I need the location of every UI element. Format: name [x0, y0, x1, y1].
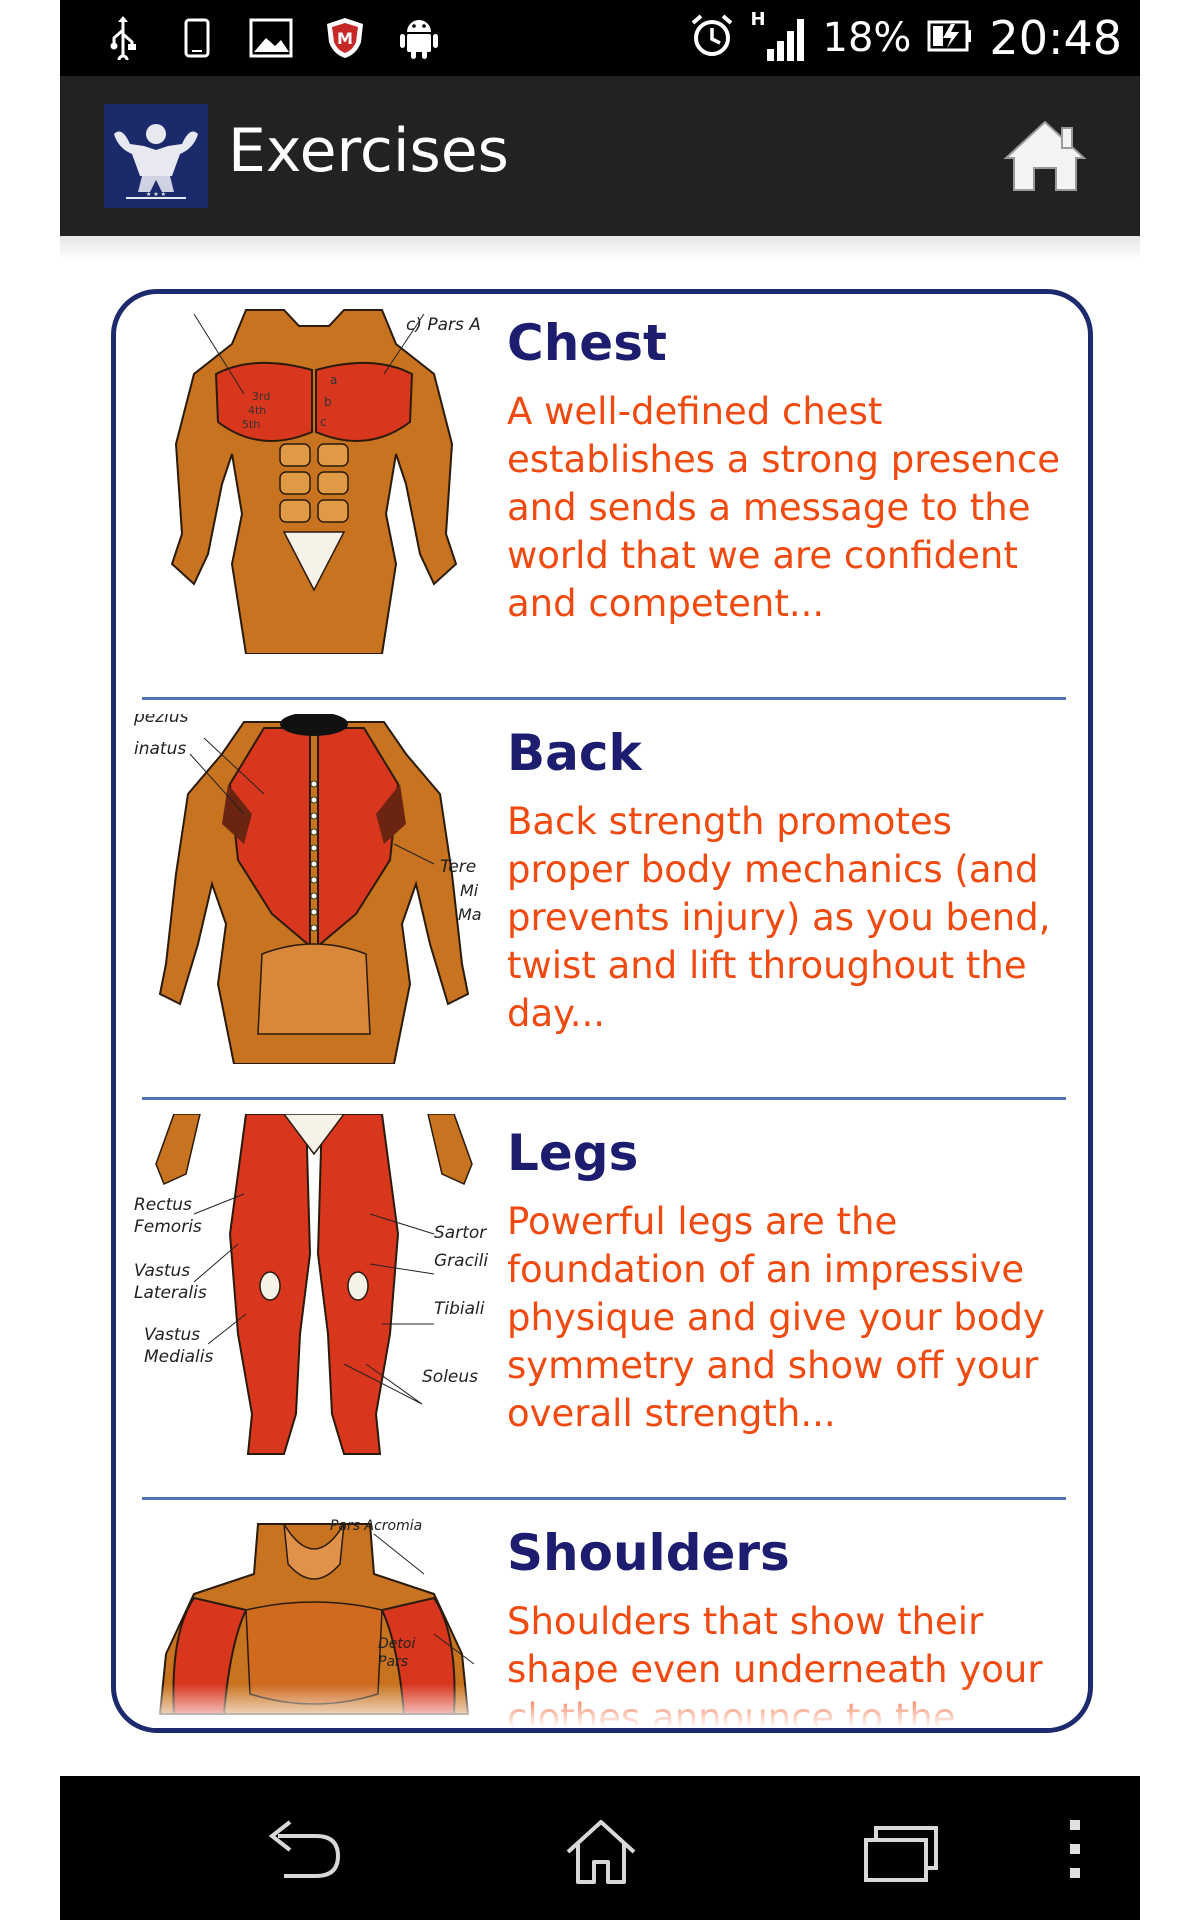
chest-muscle-illustration: c) Pars A 3rd 4th 5th a b c: [170, 309, 481, 654]
battery-icon: [927, 18, 973, 58]
chest-label-4th: 4th: [248, 404, 266, 417]
system-status: H 18% 20:48: [689, 8, 1122, 68]
chest-label-pars: c) Pars A: [406, 315, 481, 335]
android-icon: [396, 15, 442, 61]
exercise-item-chest[interactable]: c) Pars A 3rd 4th 5th a b c Chest A well…: [116, 294, 1088, 692]
action-bar-shadow: [60, 236, 1140, 260]
exercise-description: Powerful legs are the foundation of an i…: [507, 1200, 1045, 1435]
gallery-icon: [248, 15, 294, 61]
chest-label-a: a: [330, 373, 337, 387]
legs-label-sartorius: Sartor: [434, 1223, 487, 1243]
phone-icon: [174, 15, 220, 61]
exercise-title: Back: [507, 724, 642, 782]
network-type-label: H: [750, 9, 766, 30]
list-divider: [142, 1097, 1066, 1100]
app-logo-icon[interactable]: ★ ★ ★: [104, 104, 208, 208]
exercise-item-legs[interactable]: Rectus Femoris Vastus Lateralis Vastus M…: [116, 1104, 1088, 1502]
legs-label-tibialis: Tibiali: [434, 1299, 485, 1319]
overflow-menu-icon[interactable]: [1056, 1816, 1096, 1886]
exercise-description: A well-defined chest establishes a stron…: [507, 390, 1060, 625]
legs-label-vastus-lateralis-1: Vastus: [134, 1261, 190, 1281]
clock: 20:48: [989, 11, 1122, 65]
back-muscle-illustration: pezius inatus Tere Mi Ma: [134, 714, 482, 1064]
shoulders-label-pars: Pars: [378, 1654, 408, 1670]
chest-label-b: b: [324, 395, 332, 409]
home-nav-icon[interactable]: [556, 1816, 646, 1886]
usb-icon: [100, 15, 146, 61]
list-fade-edge: [116, 1684, 1088, 1728]
shoulders-label-pars-acromia: Pars Acromia: [330, 1518, 422, 1534]
action-bar: ★ ★ ★ Exercises: [60, 76, 1140, 236]
legs-label-soleus: Soleus: [422, 1367, 478, 1387]
status-bar: M H 18% 20:48: [60, 0, 1140, 76]
chest-label-c: c: [320, 415, 327, 429]
legs-label-rectus: Rectus: [134, 1195, 192, 1215]
notification-icons: M: [100, 10, 442, 66]
exercise-description: Back strength promotes proper body mecha…: [507, 800, 1051, 1035]
exercise-list-card[interactable]: c) Pars A 3rd 4th 5th a b c Chest A well…: [111, 289, 1093, 1733]
back-label-minor: Mi: [460, 881, 479, 900]
back-label-teres: Tere: [440, 857, 476, 877]
exercise-title: Legs: [507, 1124, 639, 1182]
back-icon[interactable]: [256, 1816, 346, 1886]
chest-label-5th: 5th: [242, 418, 260, 431]
chest-label-3rd: 3rd: [252, 390, 270, 403]
legs-label-vastus-lateralis-2: Lateralis: [134, 1283, 207, 1303]
back-label-infraspinatus: inatus: [134, 739, 186, 759]
exercise-title: Shoulders: [507, 1524, 790, 1582]
exercise-title: Chest: [507, 314, 667, 372]
recent-apps-icon[interactable]: [856, 1816, 946, 1886]
back-label-major: Ma: [458, 905, 482, 924]
home-icon[interactable]: [1000, 116, 1090, 196]
signal-icon: H: [751, 9, 807, 63]
legs-label-femoris: Femoris: [134, 1217, 202, 1237]
page-title: Exercises: [228, 116, 509, 186]
mcafee-icon: M: [322, 15, 368, 61]
alarm-icon: [689, 13, 735, 63]
exercise-item-back[interactable]: pezius inatus Tere Mi Ma Back Back stren…: [116, 704, 1088, 1102]
legs-label-vastus-medialis-1: Vastus: [144, 1325, 200, 1345]
svg-text:★ ★ ★: ★ ★ ★: [146, 191, 166, 198]
legs-label-gracilis: Gracili: [434, 1251, 488, 1271]
battery-percent: 18%: [822, 15, 912, 61]
legs-label-vastus-medialis-2: Medialis: [144, 1347, 214, 1367]
shoulders-label-deltoid: Detoi: [378, 1636, 415, 1652]
legs-muscle-illustration: Rectus Femoris Vastus Lateralis Vastus M…: [134, 1114, 488, 1455]
app-screen: M H 18% 20:48: [60, 0, 1140, 1920]
back-label-trapezius: pezius: [134, 714, 189, 727]
list-divider: [142, 697, 1066, 700]
list-divider: [142, 1497, 1066, 1500]
svg-text:M: M: [337, 29, 353, 48]
navigation-bar: [60, 1776, 1140, 1920]
